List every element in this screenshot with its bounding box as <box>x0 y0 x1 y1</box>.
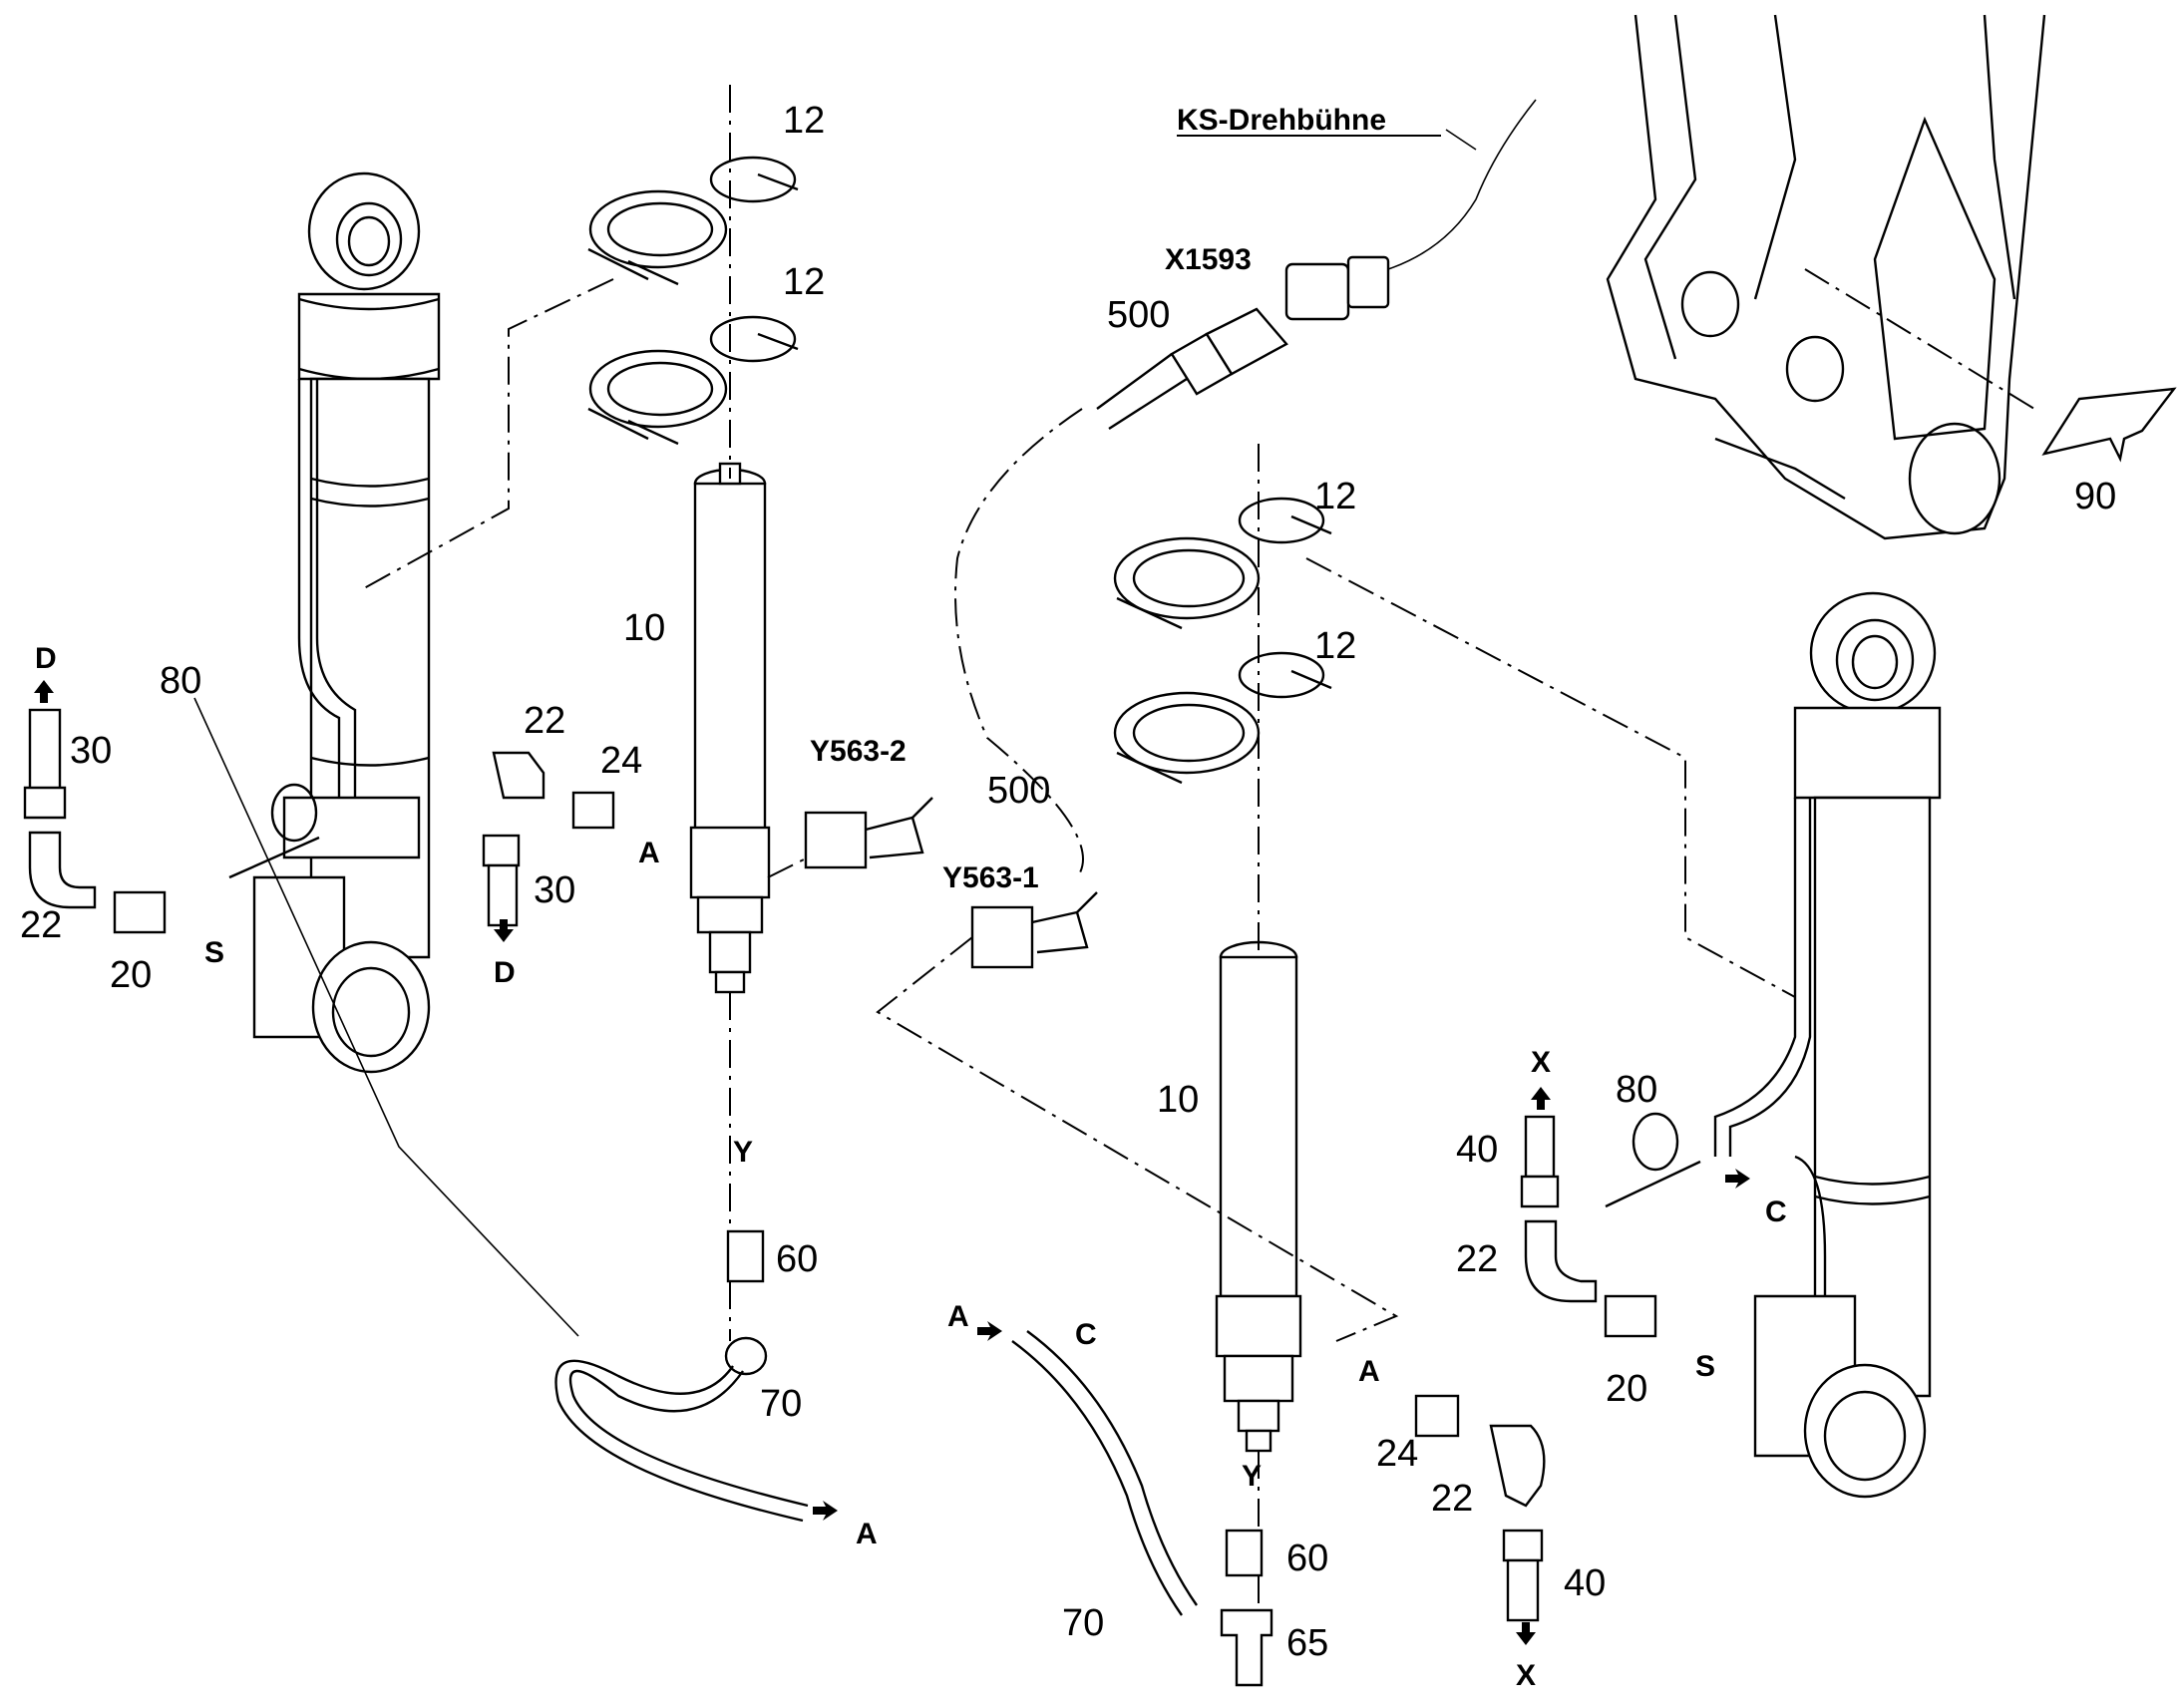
label-a-right-hose-start: A <box>947 1300 969 1333</box>
hose-70-left <box>554 1359 809 1523</box>
arrow-a-left-hose <box>813 1501 838 1521</box>
label-40-lower: 40 <box>1564 1562 1606 1604</box>
label-x-upper: X <box>1531 1046 1551 1079</box>
connector-y563-1 <box>970 891 1098 969</box>
fitting-20-left <box>113 890 167 934</box>
label-70-left: 70 <box>760 1383 802 1425</box>
connector-y563-2 <box>804 797 933 869</box>
sensor-holder-80-right <box>1605 1112 1701 1208</box>
arrow-down-x <box>1516 1622 1536 1645</box>
label-60-right: 60 <box>1286 1537 1328 1579</box>
label-20-left: 20 <box>110 954 152 996</box>
label-24-mid: 24 <box>600 740 642 782</box>
label-d-lower: D <box>494 956 516 989</box>
label-12-c: 12 <box>1314 476 1356 517</box>
sensor-holder-80-left <box>228 783 320 879</box>
sensor-cylinder-left <box>689 462 771 994</box>
label-24-right: 24 <box>1376 1433 1418 1475</box>
label-ks-drehbuehne: KS-Drehbühne <box>1177 104 1386 137</box>
label-500-lower: 500 <box>987 770 1050 812</box>
arrow-c <box>1725 1169 1750 1189</box>
connector-x1593 <box>1284 99 1537 321</box>
label-22-right-lower: 22 <box>1431 1478 1473 1520</box>
arrow-down-d-mid <box>494 919 514 942</box>
label-500-upper: 500 <box>1107 294 1170 336</box>
label-y563-1: Y563-1 <box>942 861 1039 894</box>
label-22-mid: 22 <box>524 700 565 742</box>
fitting-22-mid <box>492 751 545 800</box>
arrow-up-d-left <box>34 680 54 703</box>
label-30-mid: 30 <box>534 869 575 911</box>
fitting-30-mid <box>482 834 521 927</box>
clamp-upper-left <box>587 156 799 286</box>
clamp-lower-right <box>1113 651 1332 785</box>
label-a-left-hose: A <box>856 1518 878 1550</box>
fitting-24-right <box>1414 1394 1460 1438</box>
label-60-left: 60 <box>776 1238 818 1280</box>
label-y-right: Y <box>1242 1460 1262 1493</box>
label-22-left: 22 <box>20 904 62 946</box>
right-cylinder <box>1713 591 1942 1499</box>
label-80-right: 80 <box>1616 1069 1657 1111</box>
clamp-lower-left <box>587 315 799 446</box>
fitting-40-right-upper <box>1520 1115 1560 1208</box>
fitting-22-right-lower <box>1489 1424 1546 1508</box>
label-d-upper: D <box>35 642 57 675</box>
label-x1593: X1593 <box>1165 243 1252 276</box>
sensor-cylinder-right <box>1215 940 1302 1453</box>
leader-lines <box>193 85 2035 1610</box>
label-10-right: 10 <box>1157 1079 1199 1121</box>
label-22-right-upper: 22 <box>1456 1238 1498 1280</box>
left-cylinder <box>252 171 441 1074</box>
label-s-left: S <box>204 936 224 969</box>
fitting-22-left <box>28 831 97 909</box>
label-a-right: A <box>1358 1355 1380 1388</box>
fitting-70-mid <box>724 1336 768 1376</box>
label-c-hose: C <box>1075 1318 1097 1351</box>
label-65: 65 <box>1286 1622 1328 1664</box>
label-a-mid: A <box>638 837 660 869</box>
label-80-left: 80 <box>160 660 201 702</box>
fitting-60-right <box>1225 1529 1264 1577</box>
label-s-right: S <box>1695 1350 1715 1383</box>
arrows <box>34 680 1750 1645</box>
label-x-lower: X <box>1516 1659 1536 1692</box>
label-90: 90 <box>2074 476 2116 517</box>
boom-structure <box>1606 14 2177 540</box>
label-70-right: 70 <box>1062 1602 1104 1644</box>
connector-500-upper <box>1096 307 1288 431</box>
clamp-upper-right <box>1113 497 1332 630</box>
arrow-a-right-hose <box>977 1321 1002 1341</box>
label-10-left: 10 <box>623 607 665 649</box>
labels: KS-Drehbühne X1593 Y563-2 Y563-1 12 12 1… <box>20 100 2116 1692</box>
fitting-20-right <box>1604 1294 1657 1338</box>
fitting-65-right <box>1220 1608 1273 1687</box>
label-c-right: C <box>1765 1196 1787 1228</box>
fitting-30-left-top <box>23 708 67 820</box>
label-y-left: Y <box>733 1136 753 1169</box>
label-30-left: 30 <box>70 730 112 772</box>
label-12-b: 12 <box>783 261 825 303</box>
label-12-a: 12 <box>783 100 825 142</box>
label-12-d: 12 <box>1314 625 1356 667</box>
fitting-22-right-upper <box>1524 1219 1598 1303</box>
label-y563-2: Y563-2 <box>810 735 907 768</box>
label-40-upper: 40 <box>1456 1129 1498 1171</box>
fitting-40-right-lower <box>1502 1529 1544 1622</box>
hose-70-right <box>1011 1330 1198 1616</box>
label-20-right: 20 <box>1606 1368 1647 1410</box>
arrow-up-x <box>1531 1087 1551 1110</box>
fitting-60-mid <box>726 1229 765 1283</box>
fitting-24-mid <box>571 791 615 830</box>
